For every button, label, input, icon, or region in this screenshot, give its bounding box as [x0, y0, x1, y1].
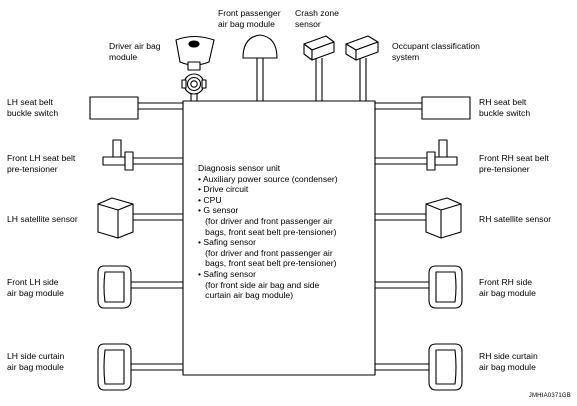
front-lh-pretensioner-label: Front LH seat belt pre-tensioner — [7, 153, 76, 174]
lh-satellite-sensor-label: LH satellite sensor — [7, 214, 78, 224]
front-rh-side-airbag-icon — [428, 265, 463, 309]
front-passenger-airbag-label: Front passenger air bag module — [218, 8, 281, 29]
figure-code: JMHIA0371GB — [528, 393, 571, 399]
driver-airbag-module-icon — [175, 35, 215, 95]
diagnosis-sensor-unit-box — [182, 100, 376, 376]
rh-satellite-sensor-icon — [425, 197, 462, 239]
front-lh-pretensioner-icon — [102, 139, 134, 171]
harness-lines — [130, 58, 429, 371]
front-passenger-airbag-icon — [242, 34, 278, 59]
rh-buckle-switch-icon — [421, 96, 471, 120]
diagnosis-sensor-unit-description: Diagnosis sensor unit • Auxiliary power … — [198, 163, 338, 301]
front-rh-pretensioner-label: Front RH seat belt pre-tensioner — [479, 153, 549, 174]
occupant-classification-icon — [345, 35, 379, 61]
crash-zone-sensor-icon — [303, 35, 335, 61]
front-rh-pretensioner-icon — [426, 139, 458, 171]
front-lh-side-airbag-label: Front LH side air bag module — [7, 277, 64, 298]
occupant-classification-label: Occupant classification system — [392, 41, 480, 62]
lh-buckle-switch-label: LH seat belt buckle switch — [7, 97, 59, 118]
driver-airbag-label: Driver air bag module — [109, 41, 161, 62]
front-rh-side-airbag-label: Front RH side air bag module — [479, 277, 536, 298]
lh-buckle-switch-icon — [89, 96, 139, 120]
rh-curtain-airbag-label: RH side curtain air bag module — [479, 351, 538, 372]
rh-curtain-airbag-icon — [428, 343, 463, 391]
lh-satellite-sensor-icon — [97, 197, 134, 239]
lh-curtain-airbag-icon — [97, 343, 132, 391]
front-lh-side-airbag-icon — [97, 265, 132, 309]
lh-curtain-airbag-label: LH side curtain air bag module — [7, 351, 65, 372]
crash-zone-sensor-label: Crash zone sensor — [295, 8, 339, 29]
rh-satellite-sensor-label: RH satellite sensor — [479, 214, 552, 224]
rh-buckle-switch-label: RH seat belt buckle switch — [479, 97, 531, 118]
